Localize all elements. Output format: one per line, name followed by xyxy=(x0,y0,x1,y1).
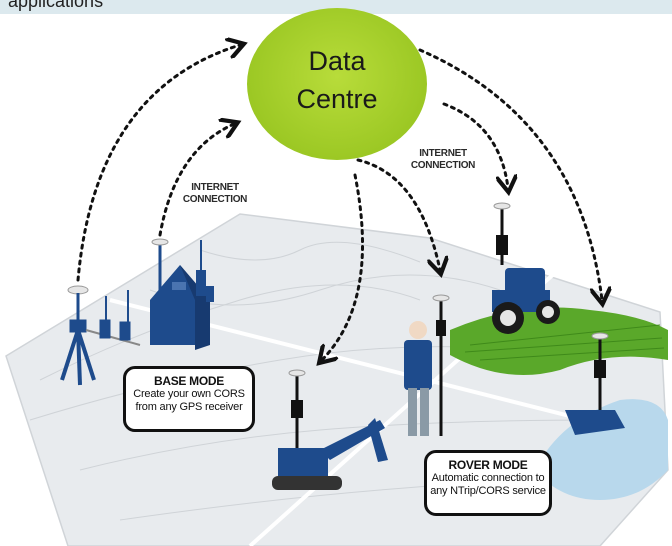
data-centre-line1: Data xyxy=(308,46,366,76)
arrow-datacentre-to-water xyxy=(418,48,602,300)
base-station-house xyxy=(150,238,214,350)
rover-mode-line2: any NTrip/CORS service xyxy=(430,485,546,497)
caption-bar: applications xyxy=(0,0,672,14)
label-line: INTERNET xyxy=(419,148,467,159)
topographic-map xyxy=(5,213,669,546)
base-mode-line2: from any GPS receiver xyxy=(135,401,243,413)
base-mode-title: BASE MODE xyxy=(154,374,224,388)
arrow-datacentre-to-surveyor xyxy=(356,158,440,270)
data-centre-line2: Centre xyxy=(296,84,378,114)
tripod-receiver xyxy=(60,285,141,386)
label-line: CONNECTION xyxy=(410,160,476,171)
boat-receiver xyxy=(565,332,625,435)
base-mode-line1: Create your own CORS xyxy=(133,388,245,400)
caption-text: applications xyxy=(8,0,104,11)
internet-connection-label-right: INTERNET CONNECTION xyxy=(402,148,484,172)
label-line: CONNECTION xyxy=(182,194,248,205)
surveyor xyxy=(404,294,450,436)
arrow-tripod-to-datacentre xyxy=(76,45,240,282)
water-area xyxy=(535,399,668,500)
rover-mode-title: ROVER MODE xyxy=(448,458,528,472)
arrow-base-to-datacentre xyxy=(158,124,234,237)
base-mode-callout: BASE MODE Create your own CORS from any … xyxy=(123,366,255,432)
label-line: INTERNET xyxy=(191,182,239,193)
tractor xyxy=(492,202,560,334)
rover-mode-callout: ROVER MODE Automatic connection to any N… xyxy=(424,450,552,516)
rover-mode-line1: Automatic connection to xyxy=(431,472,545,484)
arrow-datacentre-to-tractor xyxy=(442,102,508,188)
arrow-datacentre-to-excavator xyxy=(322,173,364,360)
excavator xyxy=(272,369,388,490)
internet-connection-label-left: INTERNET CONNECTION xyxy=(175,182,255,206)
data-centre-node: Data Centre xyxy=(247,8,427,160)
